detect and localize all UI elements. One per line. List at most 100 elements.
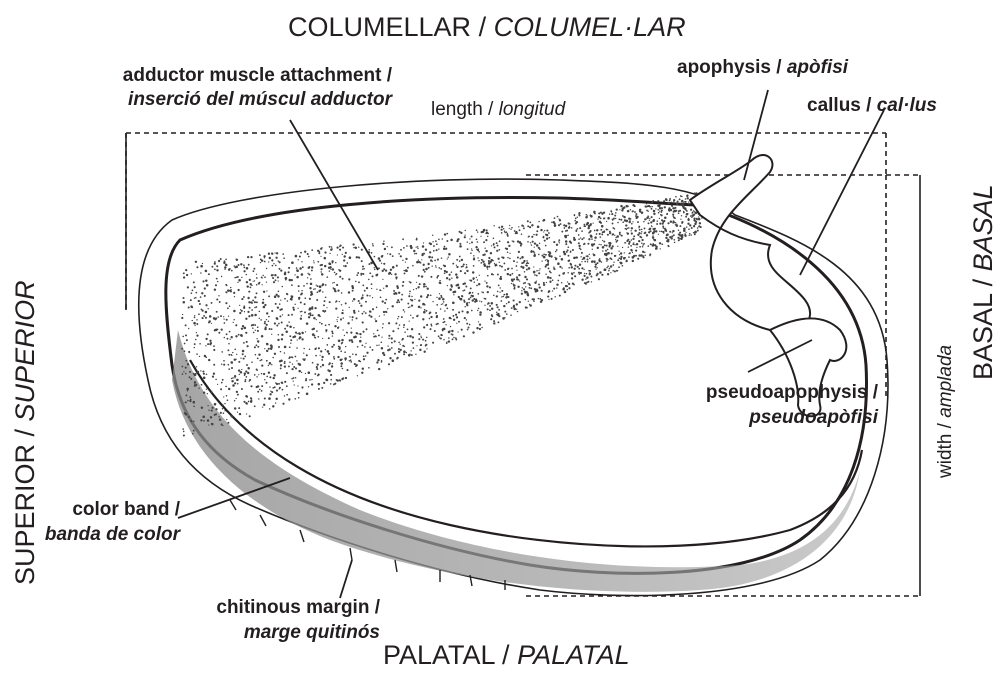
stipple-dot (652, 232, 655, 235)
stipple-dot (507, 252, 509, 254)
stipple-dot (442, 330, 443, 331)
stipple-dot (561, 282, 563, 284)
stipple-dot (187, 363, 189, 365)
stipple-dot (262, 301, 265, 304)
stipple-dot (311, 266, 313, 268)
stipple-dot (631, 223, 633, 225)
stipple-dot (657, 220, 659, 222)
stipple-dot (498, 285, 500, 287)
stipple-dot (496, 265, 497, 266)
stipple-dot (348, 278, 350, 280)
stipple-dot (620, 256, 622, 258)
stipple-dot (450, 284, 452, 286)
stipple-dot (400, 344, 401, 345)
stipple-dot (534, 242, 536, 244)
stipple-dot (549, 252, 551, 254)
stipple-dot (407, 267, 409, 269)
stipple-dot (616, 208, 618, 210)
stipple-dot (411, 354, 413, 356)
stipple-dot (450, 326, 451, 327)
stipple-dot (471, 250, 472, 251)
stipple-dot (206, 374, 208, 376)
stipple-dot (247, 256, 249, 258)
orientation-right-ca: BASAL (968, 184, 998, 271)
stipple-dot (508, 245, 510, 247)
stipple-dot (316, 330, 318, 332)
stipple-dot (496, 304, 498, 306)
stipple-dot (246, 281, 248, 283)
stipple-dot (547, 296, 549, 298)
stipple-dot (592, 249, 593, 250)
stipple-dot (446, 307, 448, 309)
stipple-dot (693, 192, 695, 194)
stipple-dot (201, 309, 203, 311)
stipple-dot (288, 321, 289, 322)
stipple-dot (614, 255, 616, 257)
stipple-dot (384, 302, 386, 304)
stipple-dot (464, 289, 466, 291)
stipple-dot (256, 338, 257, 339)
stipple-dot (215, 379, 217, 381)
stipple-dot (610, 272, 611, 273)
stipple-dot (428, 267, 430, 269)
stipple-dot (254, 405, 256, 407)
stipple-dot (480, 236, 481, 237)
stipple-dot (435, 312, 437, 314)
stipple-dot (261, 359, 263, 361)
stipple-dot (586, 214, 588, 216)
stipple-dot (491, 245, 492, 246)
stipple-dot (598, 216, 600, 218)
stipple-dot (637, 258, 639, 260)
stipple-dot (243, 267, 245, 269)
stipple-dot (424, 309, 426, 311)
stipple-dot (524, 271, 526, 273)
stipple-dot (614, 215, 616, 217)
stipple-dot (328, 324, 330, 326)
stipple-dot (230, 287, 231, 288)
stipple-dot (493, 295, 495, 297)
stipple-dot (361, 372, 363, 374)
stipple-dot (284, 362, 286, 364)
stipple-dot (209, 340, 211, 342)
stipple-dot (308, 256, 310, 258)
stipple-dot (646, 234, 648, 236)
stipple-dot (577, 217, 578, 218)
stipple-dot (514, 230, 516, 232)
stipple-dot (314, 348, 316, 350)
stipple-dot (479, 300, 480, 301)
stipple-dot (646, 203, 647, 204)
stipple-dot (383, 311, 385, 313)
stipple-dot (269, 328, 271, 330)
stipple-dot (466, 323, 468, 325)
stipple-dot (205, 345, 206, 346)
stipple-dot (241, 277, 242, 278)
stipple-dot (332, 363, 334, 365)
stipple-dot (694, 231, 696, 233)
stipple-dot (256, 369, 258, 371)
stipple-dot (227, 422, 229, 424)
stipple-dot (494, 263, 495, 264)
stipple-dot (420, 344, 422, 346)
stipple-dot (470, 287, 472, 289)
stipple-dot (616, 241, 618, 243)
orientation-left-ca: SUPERIOR (10, 280, 40, 421)
stipple-dot (269, 376, 271, 378)
stipple-dot (539, 248, 541, 250)
stipple-dot (264, 379, 265, 380)
stipple-dot (409, 291, 411, 293)
stipple-dot (281, 334, 283, 336)
stipple-dot (185, 360, 187, 362)
stipple-dot (593, 223, 594, 224)
stipple-dot (491, 308, 493, 310)
stipple-dot (271, 334, 272, 335)
stipple-dot (227, 307, 229, 309)
stipple-dot (596, 229, 598, 231)
stipple-dot (196, 266, 198, 268)
stipple-dot (421, 259, 422, 260)
leader-lines (178, 90, 884, 598)
stipple-dot (253, 281, 254, 282)
stipple-dot (362, 321, 364, 323)
stipple-dot (630, 245, 632, 247)
stipple-dot (301, 290, 302, 291)
stipple-dot (250, 287, 252, 289)
